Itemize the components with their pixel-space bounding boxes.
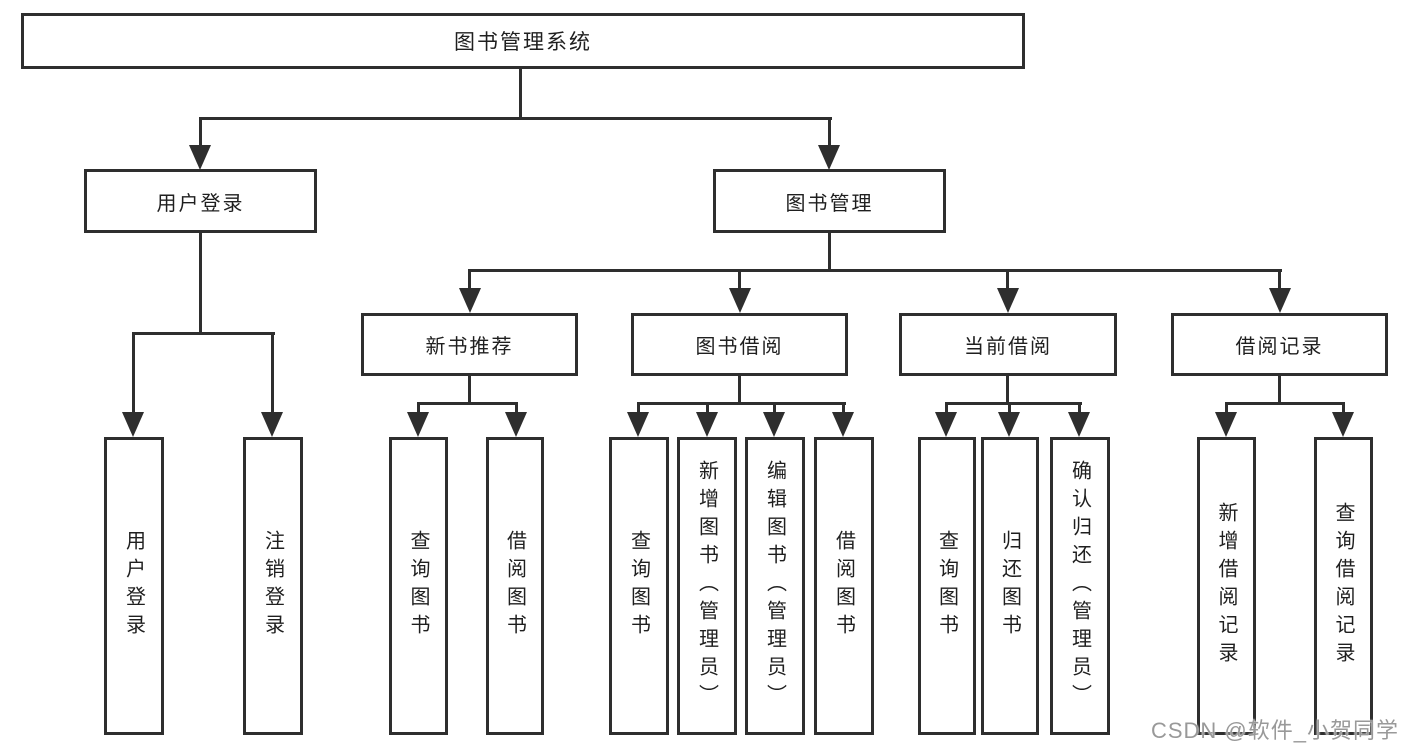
connector-line [828,233,831,272]
leaf-label: 编辑图书（管理员） [763,460,786,712]
arrow-down-icon [122,412,144,437]
node-current-borrowing: 当前借阅 [899,313,1117,376]
arrow-down-icon [261,412,283,437]
node-book-borrowing: 图书借阅 [631,313,848,376]
connector-line [417,402,420,414]
connector-line [1006,269,1009,289]
node-label: 新书推荐 [425,336,514,358]
node-label: 用户登录 [156,192,245,215]
node-borrowing-records: 借阅记录 [1171,313,1388,376]
csdn-watermark: CSDN @软件_小贺同学 [1150,718,1399,743]
connector-line [738,269,741,289]
connector-line [468,376,471,405]
leaf-label: 用户登录 [122,530,145,642]
connector-line [132,332,275,335]
connector-line [468,269,471,289]
connector-line [842,402,845,414]
connector-line [828,117,831,145]
arrow-down-icon [1269,288,1291,313]
leaf-return-book: 归还图书 [981,437,1039,735]
connector-line [417,402,518,405]
leaf-label: 注销登录 [261,530,284,642]
connector-line [1278,269,1281,289]
arrow-down-icon [627,412,649,437]
node-label: 当前借阅 [964,336,1052,358]
leaf-add-book-admin: 新增图书（管理员） [677,437,737,735]
leaf-label: 查询借阅记录 [1332,502,1354,670]
connector-line [1278,376,1281,405]
arrow-down-icon [189,145,211,170]
node-label: 图书管理 [785,192,874,215]
leaf-borrow-books-recommend: 借阅图书 [486,437,544,735]
arrow-down-icon [935,412,957,437]
arrow-down-icon [763,412,785,437]
connector-line [706,402,709,414]
arrow-down-icon [459,288,481,313]
leaf-edit-book-admin: 编辑图书（管理员） [745,437,805,735]
arrow-down-icon [407,412,429,437]
connector-line [945,402,1082,405]
connector-line [945,402,948,414]
leaf-query-borrow-record: 查询借阅记录 [1314,437,1373,735]
connector-line [519,68,522,120]
leaf-borrow-books-borrowing: 借阅图书 [814,437,874,735]
leaf-label: 查询图书 [935,530,958,642]
arrow-down-icon [998,412,1020,437]
connector-line [637,402,640,414]
arrow-down-icon [1332,412,1354,437]
node-label: 图书管理系统 [454,31,592,54]
arrow-down-icon [832,412,854,437]
arrow-down-icon [1215,412,1237,437]
leaf-label: 新增图书（管理员） [695,460,718,712]
leaf-label: 归还图书 [998,530,1021,642]
leaf-label: 确认归还（管理员） [1068,460,1091,712]
leaf-query-books-borrowing: 查询图书 [609,437,669,735]
leaf-user-login: 用户登录 [104,437,164,735]
leaf-add-borrow-record: 新增借阅记录 [1197,437,1256,735]
leaf-query-books-recommend: 查询图书 [389,437,448,735]
connector-line [199,233,202,335]
node-label: 借阅记录 [1235,336,1324,358]
node-book-management: 图书管理 [713,169,946,233]
connector-line [1225,402,1345,405]
leaf-label: 查询图书 [407,530,429,642]
leaf-query-books-current: 查询图书 [918,437,976,735]
connector-line [132,332,135,412]
connector-line [199,117,202,145]
arrow-down-icon [729,288,751,313]
connector-line [515,402,518,414]
leaf-logout: 注销登录 [243,437,303,735]
arrow-down-icon [505,412,527,437]
node-label: 图书借阅 [695,336,784,358]
arrow-down-icon [997,288,1019,313]
connector-line [1006,376,1009,405]
connector-line [271,332,274,412]
leaf-confirm-return-admin: 确认归还（管理员） [1050,437,1110,735]
node-library-management-system: 图书管理系统 [21,13,1025,69]
node-new-book-recommend: 新书推荐 [361,313,578,376]
arrow-down-icon [818,145,840,170]
connector-line [738,376,741,405]
connector-line [637,402,846,405]
connector-line [773,402,776,414]
connector-line [1008,402,1011,414]
connector-line [199,117,832,120]
leaf-label: 查询图书 [627,530,650,642]
leaf-label: 借阅图书 [503,530,526,642]
arrow-down-icon [1068,412,1090,437]
connector-line [1078,402,1081,414]
node-user-login: 用户登录 [84,169,317,233]
connector-line [1342,402,1345,414]
connector-line [1225,402,1228,414]
arrow-down-icon [696,412,718,437]
connector-line [468,269,1282,272]
leaf-label: 新增借阅记录 [1215,502,1237,670]
leaf-label: 借阅图书 [832,530,855,642]
